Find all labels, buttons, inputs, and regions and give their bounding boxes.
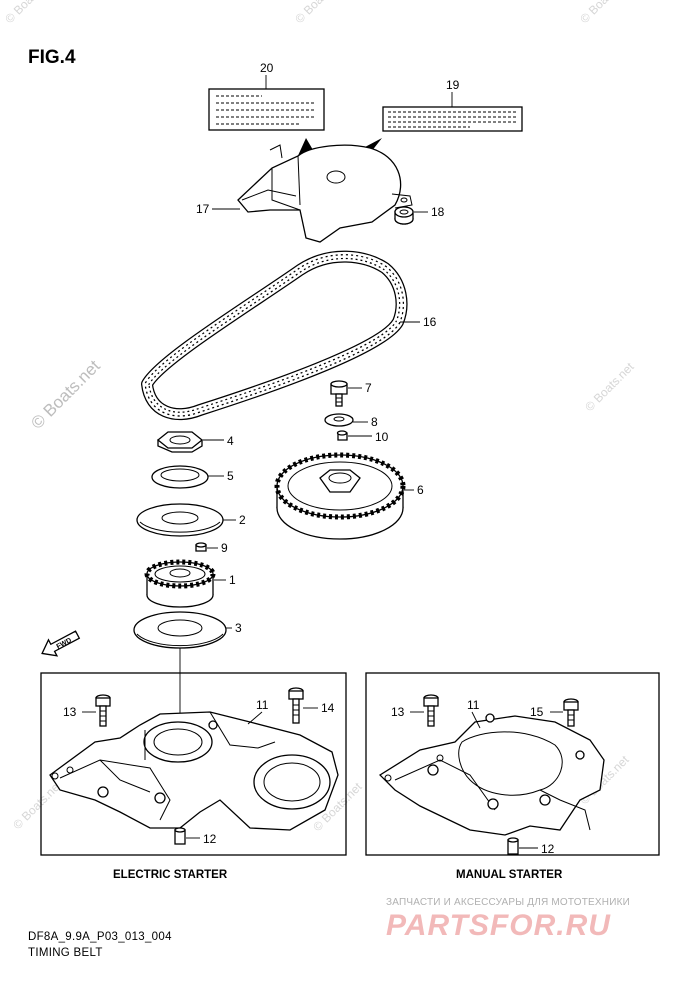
electric-starter-panel [40, 672, 347, 856]
part-13-bolt-electric [95, 694, 111, 727]
part-6-camshaft-pulley [274, 452, 406, 540]
part-9-key [195, 542, 207, 552]
drawing-title: TIMING BELT [28, 947, 103, 959]
callout-11-manual: 11 [467, 698, 480, 712]
part-3-guide-plate [133, 611, 227, 649]
part-10-pin [336, 430, 348, 441]
part-5-washer [151, 465, 209, 489]
callout-3: 3 [235, 621, 242, 635]
callout-14: 14 [321, 701, 335, 715]
watermark-main: © Boats.net [27, 356, 104, 433]
manual-starter-caption: MANUAL STARTER [456, 869, 563, 881]
callout-8: 8 [371, 415, 378, 429]
callout-15: 15 [530, 705, 544, 719]
part-20-label [208, 88, 325, 131]
callout-9: 9 [221, 541, 228, 555]
watermark-right-mid: © Boats.net [582, 359, 637, 414]
callout-10: 10 [375, 430, 389, 444]
part-18-grommet [394, 206, 414, 225]
part-7-bolt [330, 380, 348, 407]
watermark-top-center: © Boats.net [292, 0, 347, 26]
callout-20: 20 [260, 61, 274, 75]
callout-17: 17 [196, 202, 210, 216]
fwd-label: FWD [56, 637, 73, 651]
ad-brand: PARTSFOR.RU [386, 909, 611, 942]
callout-12-manual: 12 [541, 842, 555, 856]
part-13-bolt-manual [423, 694, 439, 727]
callout-12-electric: 12 [203, 832, 217, 846]
part-8-washer [324, 413, 354, 427]
drawing-code: DF8A_9.9A_P03_013_004 [28, 931, 172, 943]
part-1-crankshaft-pulley [144, 559, 216, 608]
electric-starter-caption: ELECTRIC STARTER [113, 869, 228, 881]
callout-7: 7 [365, 381, 372, 395]
watermark-top-left: © Boats.net [2, 0, 57, 26]
watermark-top-right: © Boats.net [577, 0, 632, 26]
part-15-bolt [563, 698, 579, 727]
callout-2: 2 [239, 513, 246, 527]
electric-starter-case [49, 711, 339, 831]
part-19-label [382, 106, 523, 132]
callout-11-electric: 11 [256, 698, 269, 712]
part-2-guide-plate [136, 503, 224, 537]
manual-starter-panel [365, 672, 660, 856]
part-16-timing-belt [141, 250, 408, 421]
part-12-dowel-electric [174, 827, 186, 845]
callout-4: 4 [227, 434, 234, 448]
callout-13-electric: 13 [63, 705, 77, 719]
callout-1: 1 [229, 573, 236, 587]
callout-13-manual: 13 [391, 705, 405, 719]
callout-5: 5 [227, 469, 234, 483]
fwd-arrow: FWD [41, 630, 81, 657]
manual-starter-case [378, 713, 605, 836]
part-14-bolt [288, 687, 304, 724]
callout-18: 18 [431, 205, 445, 219]
callout-6: 6 [417, 483, 424, 497]
part-12-dowel-manual [507, 837, 519, 855]
ad-tagline: ЗАПЧАСТИ И АКСЕССУАРЫ ДЛЯ МОТОТЕХНИКИ [386, 897, 630, 908]
figure-title: FIG.4 [28, 47, 76, 68]
part-17-belt-cover [237, 138, 413, 243]
callout-16: 16 [423, 315, 437, 329]
callout-19: 19 [446, 78, 460, 92]
part-4-nut [156, 431, 204, 453]
